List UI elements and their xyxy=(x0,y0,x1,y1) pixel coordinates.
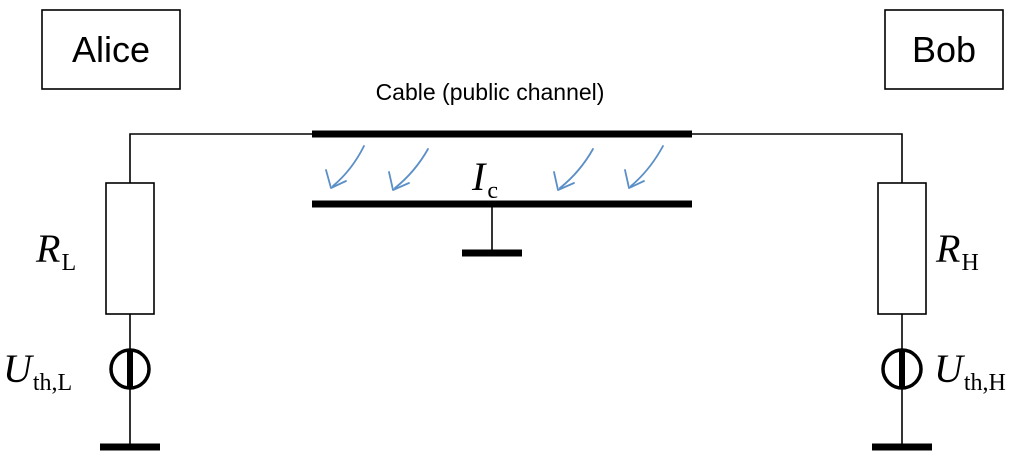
left-source-symbol: U xyxy=(3,346,35,391)
current-symbol: I xyxy=(471,154,487,199)
alice-label: Alice xyxy=(72,29,150,70)
current-arrow xyxy=(388,148,429,191)
right-source-label: Uth,H xyxy=(934,346,1006,396)
right-resistor xyxy=(877,182,927,315)
right-source-symbol: U xyxy=(934,346,966,391)
left-top-wire xyxy=(129,133,312,183)
left-resistor-symbol: R xyxy=(35,226,60,271)
bob-box: Bob xyxy=(884,9,1004,90)
left-resistor-label: RL xyxy=(35,226,76,276)
bob-label: Bob xyxy=(912,29,976,70)
current-subscript: c xyxy=(487,178,498,204)
right-voltage-source xyxy=(881,348,923,390)
right-resistor-subscript: H xyxy=(961,250,978,276)
alice-box: Alice xyxy=(41,9,181,90)
current-arrow xyxy=(553,148,594,191)
right-source-subscript: th,H xyxy=(964,370,1006,396)
current-label: Ic xyxy=(471,154,498,204)
cable-label: Cable (public channel) xyxy=(376,79,605,105)
right-resistor-label: RH xyxy=(935,226,979,276)
right-resistor-symbol: R xyxy=(935,226,960,271)
left-resistor-subscript: L xyxy=(61,250,76,276)
current-arrow xyxy=(624,145,664,189)
left-resistor xyxy=(105,182,155,315)
right-top-wire xyxy=(692,133,903,183)
left-source-subscript: th,L xyxy=(33,370,72,396)
left-voltage-source xyxy=(109,348,151,390)
left-source-label: Uth,L xyxy=(3,346,72,396)
current-arrow xyxy=(325,145,365,189)
current-arrows xyxy=(325,145,664,191)
